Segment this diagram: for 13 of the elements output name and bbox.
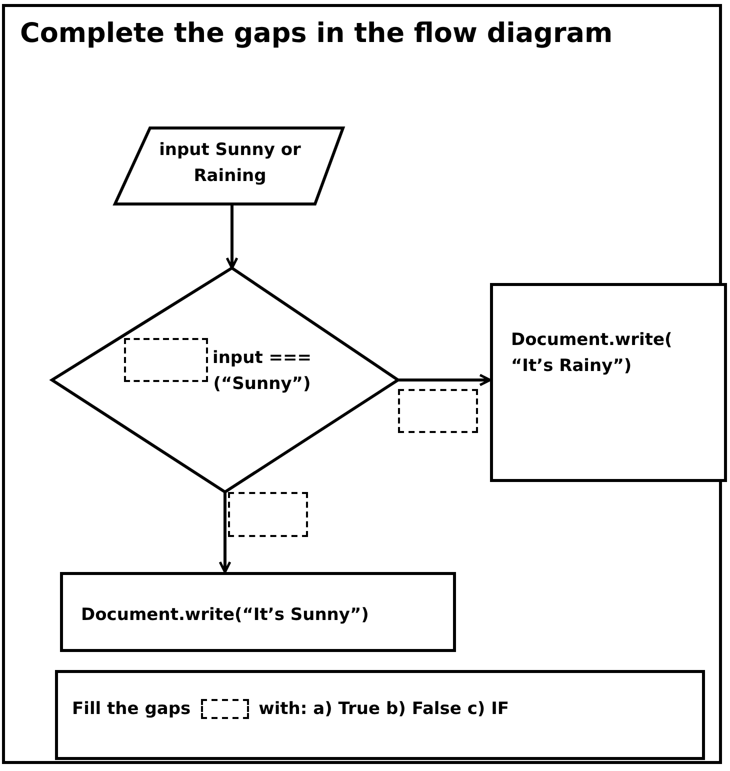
title: Complete the gaps in the flow diagram	[20, 18, 614, 49]
node-text: Document.write(“It’s Sunny”)	[81, 604, 370, 627]
node-text: input Sunny or Raining	[158, 139, 302, 188]
arrow	[398, 374, 492, 386]
instruction-box	[55, 670, 705, 760]
instruction-text: with: a) True b) False c) IF	[258, 699, 510, 719]
instruction-text: Fill the gaps	[72, 699, 191, 719]
process-box	[490, 283, 727, 482]
arrow	[226, 204, 238, 270]
process-box	[60, 572, 456, 652]
arrow	[218, 492, 232, 574]
node-text: Document.write( “It’s Rainy”)	[511, 329, 674, 378]
node-text: input ===(“Sunny”)	[212, 347, 312, 396]
